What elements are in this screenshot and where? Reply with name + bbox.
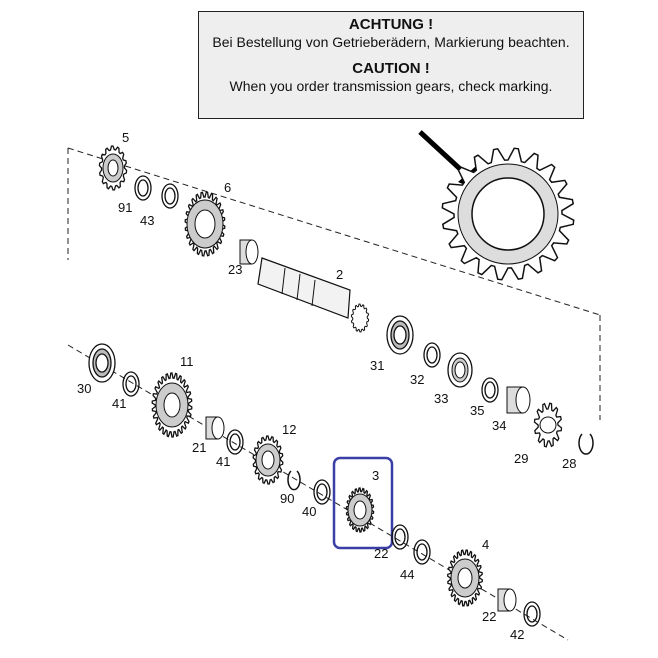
shaft-2-icon [257,257,370,333]
notice-text-de: Bei Bestellung von Getrieberädern, Marki… [212,34,570,50]
part-labels: 5 91 43 6 23 2 31 32 33 35 34 29 28 30 4… [77,130,576,642]
part-label: 22 [482,609,496,624]
part-label: 32 [410,372,424,387]
bearing-30-icon [88,343,116,383]
part-label: 21 [192,440,206,455]
part-label: 29 [514,451,528,466]
part-label: 34 [492,418,506,433]
part-label: 40 [302,504,316,519]
gear-6-icon [184,191,226,257]
part-label: 90 [280,491,294,506]
washer-44-icon [413,539,431,565]
part-label: 28 [562,456,576,471]
washer-40-icon [313,479,331,505]
circlip-91-icon [134,175,152,201]
part-label: 6 [224,180,231,195]
washer-43-icon [161,183,179,209]
part-label: 44 [400,567,414,582]
part-label: 41 [112,396,126,411]
part-label: 41 [216,454,230,469]
part-label: 31 [370,358,384,373]
washer-41b-icon [226,429,244,455]
washer-32-icon [423,342,441,368]
circlip-90-icon [287,470,301,491]
washer-41-icon [122,371,140,397]
notice-title-en: CAUTION ! [352,60,430,77]
bearing-31-icon [386,315,414,355]
bushing-22-icon [497,588,517,612]
gear-3-icon [345,487,375,533]
notice-title-de: ACHTUNG ! [348,16,434,33]
part-label: 30 [77,381,91,396]
sprocket-29-icon [533,402,563,448]
notice-text-en: When you order transmission gears, check… [229,78,553,94]
part-label: 33 [434,391,448,406]
ring-22-icon [391,524,409,550]
part-label: 43 [140,213,154,228]
frame-line-bottom [67,344,569,641]
seal-33-icon [447,352,473,388]
part-label: 23 [228,262,242,277]
circlip-28-icon [578,433,594,455]
frame-line-top [67,147,601,316]
part-label: 35 [470,403,484,418]
part-label: 11 [180,354,194,369]
spacer-34-icon [506,386,531,414]
bushing-23-icon [239,239,259,265]
part-label: 2 [336,267,343,282]
part-label: 22 [374,546,388,561]
gear-5-icon [98,145,128,191]
part-label: 42 [510,627,524,642]
highlight-box [332,456,394,550]
gear-12-icon [252,435,284,485]
caution-notice: ACHTUNG ! Bei Bestellung von Getrieberäd… [198,11,584,119]
part-label: 5 [122,130,129,145]
part-label: 91 [118,200,132,215]
washer-42-icon [523,601,541,627]
gear-4-icon [447,549,483,607]
part-label: 12 [282,422,296,437]
gear-11-icon [151,372,193,438]
part-label: 4 [482,537,489,552]
detail-gear-icon [441,147,575,281]
bushing-21-icon [205,416,225,440]
oring-35-icon [481,377,499,403]
part-label: 3 [372,468,379,483]
